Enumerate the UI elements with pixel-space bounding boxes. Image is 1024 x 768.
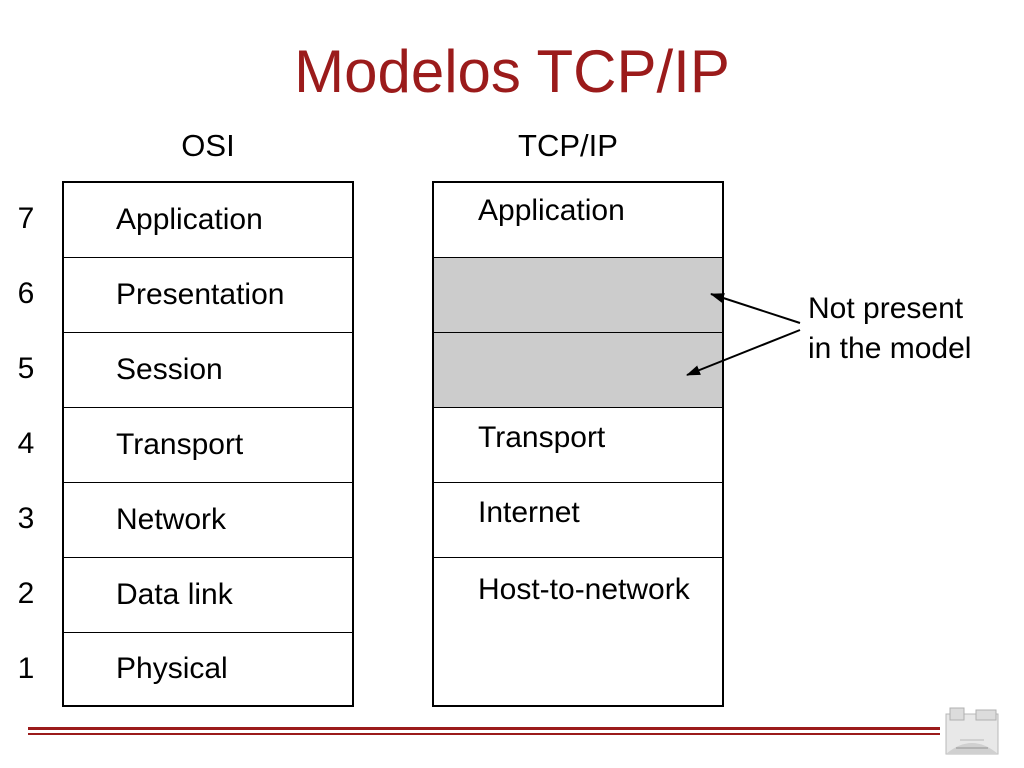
note-line: Not present xyxy=(808,292,964,325)
osi-layer-label: Network xyxy=(116,503,227,536)
osi-layer-label: Physical xyxy=(116,652,228,685)
footer-rule xyxy=(28,733,940,735)
tcpip-layer-label: Internet xyxy=(478,495,580,529)
tcpip-layer-internet: Internet xyxy=(434,483,722,558)
osi-layer-label: Data link xyxy=(116,578,233,611)
osi-layer-application: Application xyxy=(64,183,352,258)
note-line: in the model xyxy=(808,332,972,365)
osi-layer-transport: Transport xyxy=(64,408,352,483)
footer-rule xyxy=(28,727,940,730)
layer-number-1: 1 xyxy=(17,652,35,685)
tcpip-heading: TCP/IP xyxy=(518,128,618,163)
arrow-to-presentation xyxy=(710,293,801,324)
not-present-note: Not present in the model xyxy=(808,289,971,369)
tcpip-stack: Application Transport Internet Host-to-n… xyxy=(432,181,724,707)
tcpip-layer-host-to-network: Host-to-network xyxy=(434,558,722,705)
tcpip-layer-label: Application xyxy=(478,194,625,228)
layer-number-7: 7 xyxy=(17,202,35,235)
osi-layer-session: Session xyxy=(64,333,352,408)
osi-layer-data-link: Data link xyxy=(64,558,352,633)
tcpip-layer-label: Transport xyxy=(478,420,606,454)
layer-number-6: 6 xyxy=(17,277,35,310)
osi-layer-label: Application xyxy=(116,203,263,236)
tcpip-layer-application: Application xyxy=(434,183,722,258)
osi-layer-label: Transport xyxy=(116,428,244,461)
slide-title: Modelos TCP/IP xyxy=(294,38,730,105)
tcpip-layer-absent xyxy=(434,333,722,408)
osi-stack: Application Presentation Session Transpo… xyxy=(62,181,354,707)
tcpip-layer-absent xyxy=(434,258,722,333)
layer-number-3: 3 xyxy=(17,502,35,535)
osi-layer-label: Presentation xyxy=(116,278,285,311)
osi-layer-label: Session xyxy=(116,353,223,386)
osi-heading: OSI xyxy=(181,128,235,163)
layer-number-2: 2 xyxy=(17,577,35,610)
layer-number-4: 4 xyxy=(17,427,35,460)
osi-layer-presentation: Presentation xyxy=(64,258,352,333)
osi-layer-physical: Physical xyxy=(64,633,352,705)
layer-number-5: 5 xyxy=(17,352,35,385)
tcpip-layer-label: Host-to-network xyxy=(478,573,690,607)
osi-layer-network: Network xyxy=(64,483,352,558)
institution-logo-icon xyxy=(945,707,999,755)
tcpip-layer-transport: Transport xyxy=(434,408,722,483)
